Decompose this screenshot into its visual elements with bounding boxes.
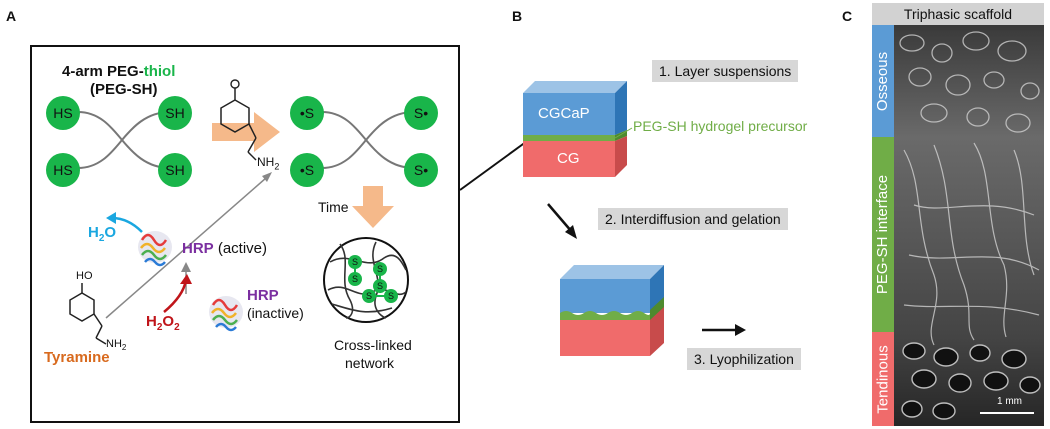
ho-label: HO (76, 270, 93, 282)
thiyl-radical-node: S• (404, 153, 438, 187)
thiyl-radical-node: S• (404, 96, 438, 130)
disulfide-node: S (348, 272, 362, 286)
thiol-node: HS (46, 96, 80, 130)
panel-label-a: A (6, 8, 17, 24)
step-3-label: 3. Lyophilization (687, 348, 801, 370)
panel-label-b: B (512, 8, 523, 24)
tendinous-region-bar: Tendinous (872, 332, 894, 426)
osseous-region-bar: Osseous (872, 25, 894, 137)
panel-label-c: C (842, 8, 853, 24)
tyramine-nh2-label: NH2 (106, 338, 127, 353)
scaffold-title: Triphasic scaffold (872, 3, 1044, 25)
step-1-label: 1. Layer suspensions (652, 60, 799, 82)
thiyl-radical-node: •S (290, 153, 324, 187)
peroxide-label: H2O2 (146, 313, 180, 333)
peg-thiol-subtitle: (PEG-SH) (90, 81, 158, 98)
step-2-label: 2. Interdiffusion and gelation (598, 208, 788, 230)
hrp-inactive-icon (209, 296, 243, 332)
hrp-inactive-label: HRP (247, 287, 279, 304)
thiyl-radical-node: •S (290, 96, 324, 130)
panel-a-frame (30, 45, 460, 423)
disulfide-node: S (373, 279, 387, 293)
peg-thiol-title: 4-arm PEG-thiol (62, 63, 176, 80)
network-label-line2: network (345, 355, 395, 371)
disulfide-node: S (373, 262, 387, 276)
cg-layer-label: CG (557, 150, 580, 167)
sem-micrograph (894, 25, 1044, 426)
hrp-active-label: HRP (active) (182, 240, 268, 257)
cgcap-layer-label: CGCaP (538, 105, 590, 122)
disulfide-node: S (348, 255, 362, 269)
water-label: H2O (88, 224, 117, 244)
disulfide-node: S (384, 289, 398, 303)
network-label-line1: Cross-linked (334, 337, 412, 353)
hrp-active-icon (138, 231, 172, 267)
thiol-node: HS (46, 153, 80, 187)
tyramine-label: Tyramine (44, 349, 110, 366)
interface-region-bar: PEG-SH interface (872, 137, 894, 332)
time-label: Time (318, 199, 349, 215)
nh2-label: NH2 (257, 155, 280, 172)
scale-bar-label: 1 mm (997, 396, 1022, 407)
disulfide-node: S (362, 289, 376, 303)
thiol-node: SH (158, 96, 192, 130)
thiol-node: SH (158, 153, 192, 187)
hydrogel-precursor-label: PEG-SH hydrogel precursor (633, 118, 808, 134)
inactive-label: (inactive) (247, 305, 304, 321)
